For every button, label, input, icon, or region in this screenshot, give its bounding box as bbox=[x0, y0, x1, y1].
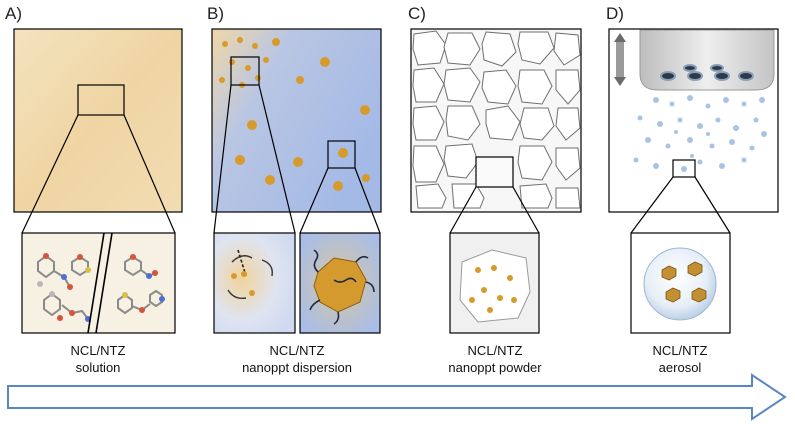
nanoparticle bbox=[313, 257, 367, 313]
process-arrow bbox=[7, 373, 787, 421]
stabilizer-chains bbox=[309, 249, 375, 325]
caption-dispersion-line1: NCL/NTZ bbox=[269, 343, 325, 358]
panel-c bbox=[410, 28, 582, 334]
particles bbox=[219, 37, 370, 191]
caption-powder-line1: NCL/NTZ bbox=[467, 343, 523, 358]
diffusion-arrows bbox=[227, 255, 273, 300]
panel-letter-a: A) bbox=[5, 4, 22, 23]
caption-solution-line2: solution bbox=[75, 360, 121, 375]
panel-d bbox=[608, 28, 779, 334]
caption-aerosol-line2: aerosol bbox=[658, 360, 702, 375]
panel-letter-c: C) bbox=[408, 4, 426, 23]
molecule-atoms bbox=[37, 253, 165, 322]
droplet bbox=[643, 247, 717, 321]
powder-grains bbox=[412, 30, 581, 209]
nozzle-holes bbox=[660, 64, 754, 81]
caption-solution: NCL/NTZ solution bbox=[8, 342, 188, 376]
caption-solution-line1: NCL/NTZ bbox=[70, 343, 126, 358]
dispersion-box bbox=[211, 28, 382, 213]
zoom-region bbox=[672, 159, 696, 178]
caption-aerosol-line1: NCL/NTZ bbox=[652, 343, 708, 358]
nebulizer-nozzle bbox=[639, 29, 775, 91]
panel-b bbox=[211, 28, 382, 334]
dispersion-zoom-box bbox=[213, 232, 296, 334]
panel-letter-b: B) bbox=[207, 4, 224, 23]
break-marks bbox=[87, 232, 113, 334]
powder-grain-zoom bbox=[459, 249, 531, 323]
droplet-nanoparticles bbox=[661, 261, 707, 303]
zoom-region-right bbox=[327, 140, 356, 169]
aerosol-droplets bbox=[633, 95, 767, 169]
zoom-region bbox=[77, 84, 125, 116]
caption-dispersion-line2: nanoppt dispersion bbox=[242, 360, 352, 375]
vibration-arrow bbox=[614, 33, 626, 86]
panel-letter-d: D) bbox=[606, 4, 624, 23]
panel-a bbox=[13, 28, 183, 334]
caption-powder: NCL/NTZ nanoppt powder bbox=[405, 342, 585, 376]
caption-aerosol: NCL/NTZ aerosol bbox=[590, 342, 770, 376]
zoom-region bbox=[475, 156, 514, 188]
zoom-region-left bbox=[230, 56, 260, 86]
solution-box bbox=[13, 28, 183, 213]
caption-dispersion: NCL/NTZ nanoppt dispersion bbox=[207, 342, 387, 376]
caption-powder-line2: nanoppt powder bbox=[448, 360, 542, 375]
